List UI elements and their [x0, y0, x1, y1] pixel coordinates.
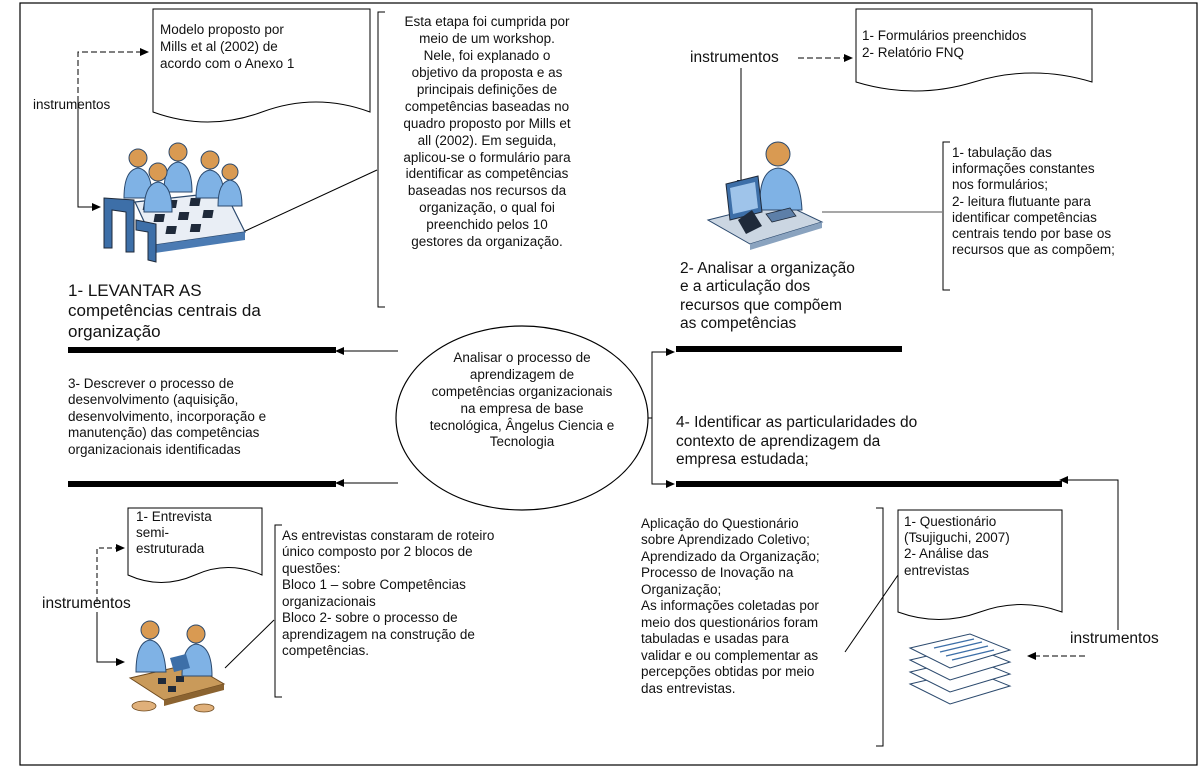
step1-bar [68, 347, 336, 353]
instruments-arrow-step1-top [77, 48, 149, 102]
document-shape-step2 [855, 8, 1093, 92]
instruments-arrow-step3-top [96, 544, 125, 602]
outer-frame [19, 2, 1198, 766]
step1-document-text: Modelo proposto por Mills et al (2002) d… [160, 22, 295, 71]
connector-center-right-down [651, 418, 675, 488]
step2-document-text: 1- Formulários preenchidos 2- Relatório … [862, 28, 1027, 60]
step4-bar [676, 481, 1062, 487]
document-stack-icon [908, 633, 1012, 705]
step3-note: As entrevistas constaram de roteiro únic… [282, 528, 495, 659]
note-bracket-step4 [876, 507, 884, 747]
step3-bar [68, 481, 336, 487]
step2-note: 1- tabulação das informações constantes … [952, 145, 1115, 258]
step4-title: 4- Identificar as particularidades do co… [676, 414, 918, 469]
step4-document-text: 1- Questionário (Tsujiguchi, 2007) 2- An… [904, 514, 1010, 578]
instruments-arrow-step4-up [1059, 476, 1119, 630]
connector-step1-note [242, 169, 378, 233]
step3-title: 3- Descrever o processo de desenvolvimen… [68, 376, 267, 457]
connector-step4-note [844, 574, 899, 653]
step2-instruments-label: instrumentos [690, 49, 779, 66]
meeting-group-icon [103, 142, 246, 263]
center-node-text: Analisar o processo de aprendizagem de c… [429, 350, 615, 450]
instruments-arrow-step1-down [77, 102, 101, 211]
connector-step3-note [224, 619, 275, 669]
note-bracket-step1 [377, 11, 385, 308]
note-bracket-step3 [274, 524, 282, 698]
step1-title: 1- LEVANTAR AS competências centrais da … [68, 281, 261, 341]
step4-instruments-label: instrumentos [1070, 630, 1159, 647]
step4-note: Aplicação do Questionário sobre Aprendiz… [641, 516, 820, 696]
step2-title: 2- Analisar a organização e a articulaçã… [680, 260, 855, 332]
interview-icon [128, 620, 226, 713]
step1-note: Esta etapa foi cumprida por meio de um w… [403, 14, 571, 250]
note-bracket-step2 [942, 141, 950, 291]
step3-instruments-label: instrumentos [42, 595, 131, 612]
document-shape-step1 [152, 8, 371, 123]
document-shape-step3 [127, 507, 263, 583]
analyst-computer-icon [706, 141, 824, 250]
instruments-arrow-step3-down [96, 612, 125, 666]
document-shape-step4 [897, 509, 1063, 620]
step1-instruments-label: instrumentos [33, 97, 111, 112]
connector-center-right-trunk [648, 348, 675, 419]
step3-document-text: 1- Entrevista semi- estruturada [136, 509, 212, 557]
step2-bar [676, 346, 902, 352]
